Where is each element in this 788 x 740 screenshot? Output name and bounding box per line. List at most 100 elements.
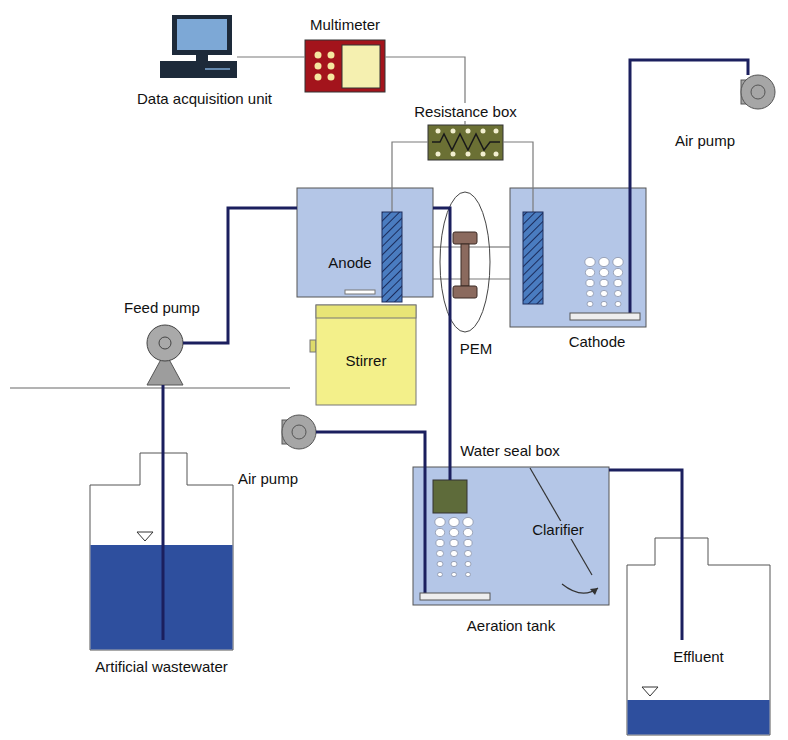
feed-bottle-part: [90, 453, 233, 650]
air-bubbles-part: [599, 268, 608, 276]
feed-bottle: [90, 453, 233, 650]
effluent-bottle-node: Effluent: [627, 538, 770, 735]
resistance-box-icon-part: [432, 134, 500, 150]
resistance-box-icon-part: [481, 152, 486, 157]
air-bubbles-part: [435, 528, 444, 536]
air-pump-icon-part: [282, 415, 316, 449]
air-pump-node: Air pump: [741, 75, 775, 110]
node-label: Data acquisition unit: [135, 90, 274, 108]
air-bubbles-part: [464, 539, 472, 546]
wire-line-part: [392, 142, 428, 188]
multimeter-icon-part: [328, 74, 335, 81]
pem-assembly-part: [433, 278, 510, 279]
air-bubbles-part: [451, 561, 457, 566]
air-pump-icon: [741, 75, 775, 109]
aeration-tank-node: ClarifierAeration tankWater seal box: [413, 467, 609, 605]
node-label: Water seal box: [458, 442, 562, 460]
cathode-chamber: [510, 188, 646, 327]
pipe-line-part: [316, 432, 425, 467]
multimeter-icon-part: [315, 52, 322, 59]
node-label: PEM: [458, 340, 495, 358]
pem-assembly-part: [453, 232, 477, 244]
feed-pump-node: Feed pump: [147, 325, 183, 385]
pipe-line: [316, 432, 425, 467]
anode-chamber-node: Anode: [297, 188, 433, 297]
pem-assembly-part: [461, 244, 469, 286]
resistance-box-icon-part: [466, 129, 471, 134]
pem-assembly-part: [440, 192, 490, 332]
feed-bottle-part: [137, 532, 153, 541]
pipe-line-part: [162, 385, 165, 453]
effluent-bottle-part: [627, 538, 770, 735]
node-label: Artificial wastewater: [93, 658, 230, 676]
air-bubbles: [585, 257, 623, 306]
air-pump-icon: [282, 415, 316, 449]
cathode-chamber-part: [523, 212, 543, 304]
feed-pump-icon: [147, 325, 183, 385]
resistance-box-icon-part: [451, 152, 456, 157]
anode-chamber-part: [345, 290, 375, 294]
computer-icon-part: [205, 68, 230, 70]
resistance-box-icon-part: [494, 129, 499, 134]
air-bubbles-part: [452, 572, 457, 576]
multimeter-icon-part: [315, 63, 322, 70]
air-pump-icon-part: [292, 425, 306, 439]
air-bubbles-part: [436, 550, 443, 556]
air-pump-node: Air pump: [282, 415, 316, 450]
air-bubbles: [435, 517, 473, 576]
air-bubbles-part: [585, 257, 595, 266]
pem-node: PEM: [440, 192, 490, 332]
air-bubbles-part: [600, 290, 607, 296]
node-label: Anode: [326, 254, 373, 272]
feed-bottle-part: [162, 453, 165, 640]
computer-icon-part: [196, 55, 208, 61]
cathode-chamber-part: [629, 188, 632, 313]
pipe-line-part: [433, 208, 450, 480]
air-bubbles-part: [586, 279, 594, 286]
node-label: Feed pump: [122, 299, 202, 317]
feed-pump-icon-part: [147, 325, 183, 361]
resistance-box-icon: [428, 125, 503, 160]
air-bubbles-part: [599, 257, 609, 266]
aeration-tank-part: [433, 480, 467, 513]
computer-icon-part: [177, 19, 227, 50]
pipe-line: [609, 470, 682, 538]
air-bubbles-part: [466, 572, 471, 576]
air-bubbles-part: [613, 257, 623, 266]
air-pump-icon-part: [741, 75, 775, 109]
node-label: Multimeter: [308, 16, 382, 34]
pipe-line: [163, 385, 164, 453]
aeration-tank: [413, 467, 609, 605]
air-bubbles-part: [600, 279, 608, 286]
water-seal-box-node: Water seal box: [433, 480, 467, 513]
air-bubbles-part: [586, 290, 593, 296]
pipe-line: [433, 208, 450, 480]
air-bubbles-part: [438, 572, 443, 576]
pem-assembly-part: [453, 286, 477, 298]
air-bubbles-part: [436, 539, 444, 546]
computer-icon-part: [172, 15, 232, 55]
stirrer-icon-part: [316, 305, 416, 405]
air-bubbles-part: [465, 561, 471, 566]
pipe-line: [630, 60, 748, 188]
cathode-chamber-node: Cathode: [510, 188, 646, 327]
air-bubbles-part: [585, 268, 594, 276]
wire-line: [237, 57, 305, 58]
computer-icon-part: [160, 61, 237, 78]
aeration-tank-part: [420, 593, 490, 600]
air-bubbles-part: [614, 290, 621, 296]
resistance-box-icon-part: [451, 129, 456, 134]
node-label: Air pump: [236, 470, 300, 488]
cathode-chamber-part: [532, 188, 533, 212]
air-bubbles-part: [614, 279, 622, 286]
node-label: Resistance box: [412, 103, 519, 121]
air-bubbles-part: [435, 517, 445, 526]
air-bubbles-part: [613, 268, 622, 276]
cathode-chamber-part: [570, 313, 640, 320]
cathode-chamber-part: [510, 188, 646, 327]
pem-assembly: [433, 192, 510, 332]
multimeter-node: Multimeter: [305, 40, 385, 92]
node-label: Stirrer: [344, 352, 389, 370]
